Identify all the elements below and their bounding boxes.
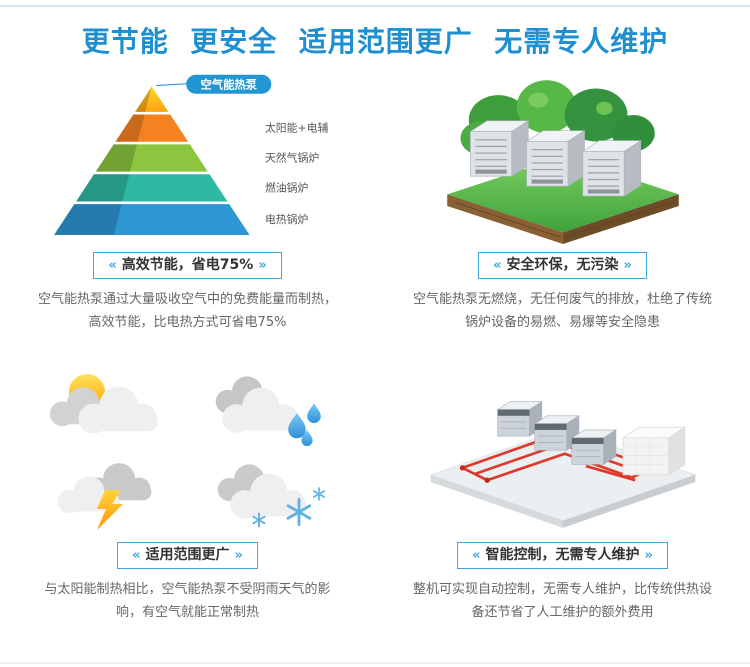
soil-stripe <box>564 202 671 238</box>
section-header-efficiency: « 高效节能，省电75% » <box>93 252 282 279</box>
top-divider <box>0 5 750 7</box>
pyramid-layer-electric <box>53 204 250 235</box>
pyramid-tag-badge <box>185 74 271 94</box>
section-body-safety: 空气能热泵无燃烧，无任何废气的排放，杜绝了传统锅炉设备的易燃、易爆等安全隐患 <box>412 292 712 331</box>
section-body-smart: 整机可实现自动控制，无需专人维护，比传统供热设备还节省了人工维护的额外费用 <box>412 582 712 621</box>
layer-label-gas: 天然气锅炉 <box>264 151 318 165</box>
layer-label-solar: 太阳能+电辅 <box>264 121 328 135</box>
pyramid-shading <box>53 86 152 235</box>
lightning-cloud-icon <box>57 463 152 530</box>
lightning-bolt-shape <box>97 490 123 530</box>
section-header-text: 高效节能，省电75% <box>121 257 254 273</box>
pyramid-layer-labels: 太阳能+电辅 天然气锅炉 燃油锅炉 电热锅炉 <box>264 121 328 226</box>
layer-label-electric: 电热锅炉 <box>264 213 308 226</box>
heat-pump-unit <box>468 120 529 177</box>
storage-tank <box>621 426 686 476</box>
page-title: 更节能 更安全 适用范围更广 无需专人维护 <box>81 25 669 58</box>
floor-slab-left-edge <box>430 474 563 528</box>
section-header-range-wrap: « 适用范围更广 » <box>0 542 375 569</box>
section-body-range: 与太阳能制热相比，空气能热泵不受阴雨天气的影响，有空气就能正常制热 <box>44 582 331 621</box>
snow-cloud-icon <box>217 464 326 528</box>
pyramid-layer-air-source <box>134 86 168 112</box>
left-bracket-icon: « <box>472 547 481 563</box>
floor-slab-right-edge <box>562 474 695 528</box>
left-bracket-icon: « <box>132 547 141 563</box>
section-header-text: 适用范围更广 <box>145 547 230 563</box>
piping-figure <box>375 360 750 536</box>
section-header-text: 智能控制，无需专人维护 <box>485 547 640 563</box>
smart-control-piping-illustration <box>428 401 697 528</box>
section-header-smart-wrap: « 智能控制，无需专人维护 » <box>375 542 750 569</box>
right-bracket-icon: » <box>644 547 653 563</box>
heat-pump-units-illustration <box>446 80 679 244</box>
left-bracket-icon: « <box>493 257 502 273</box>
right-bracket-icon: » <box>258 257 267 273</box>
section-header-safety-wrap: « 安全环保，无污染 » <box>375 252 750 279</box>
weather-figure <box>0 360 375 536</box>
weather-icons-grid <box>35 363 341 533</box>
section-header-efficiency-wrap: « 高效节能，省电75% » <box>0 252 375 279</box>
pyramid-layer-oil <box>75 174 227 202</box>
control-unit <box>533 415 580 451</box>
weather-cell <box>191 449 341 533</box>
heat-pump-figure <box>375 70 750 246</box>
control-unit <box>496 401 543 437</box>
raindrop-shape <box>307 403 321 424</box>
right-bracket-icon: » <box>623 257 632 273</box>
section-header-safety: « 安全环保，无污染 » <box>478 252 647 279</box>
weather-cell <box>35 363 185 447</box>
snowflake-shape <box>312 487 326 501</box>
pyramid-layer-solar <box>114 114 188 142</box>
left-bracket-icon: « <box>108 257 117 273</box>
right-bracket-icon: » <box>234 547 243 563</box>
control-unit <box>570 429 617 465</box>
section-header-smart: « 智能控制，无需专人维护 » <box>457 542 668 569</box>
pyramid-figure: 空气能热泵 太阳能+电辅 天然气锅炉 燃油锅炉 电热锅炉 <box>0 70 375 246</box>
sun-cloud-icon <box>49 374 158 434</box>
weather-cell <box>191 363 341 447</box>
pyramid-tag-label: 空气能热泵 <box>200 77 257 91</box>
soil-stripe <box>454 202 561 238</box>
rain-cloud-icon <box>215 376 321 446</box>
tag-connector-line <box>155 83 186 87</box>
energy-cost-pyramid-diagram: 空气能热泵 太阳能+电辅 天然气锅炉 燃油锅炉 电热锅炉 <box>53 74 328 235</box>
heat-pump-unit <box>581 140 642 197</box>
layer-label-oil: 燃油锅炉 <box>264 180 308 194</box>
pyramid-layer-gas <box>95 144 208 172</box>
section-body-efficiency: 空气能热泵通过大量吸收空气中的免费能量而制热，高效节能，比电热方式可省电75% <box>37 292 337 331</box>
heat-pump-unit <box>524 130 586 187</box>
bottom-divider <box>0 662 750 664</box>
section-header-text: 安全环保，无污染 <box>506 257 619 273</box>
weather-cell <box>35 449 185 533</box>
content-grid: 空气能热泵 太阳能+电辅 天然气锅炉 燃油锅炉 电热锅炉 <box>0 70 750 625</box>
section-header-range: « 适用范围更广 » <box>117 542 258 569</box>
